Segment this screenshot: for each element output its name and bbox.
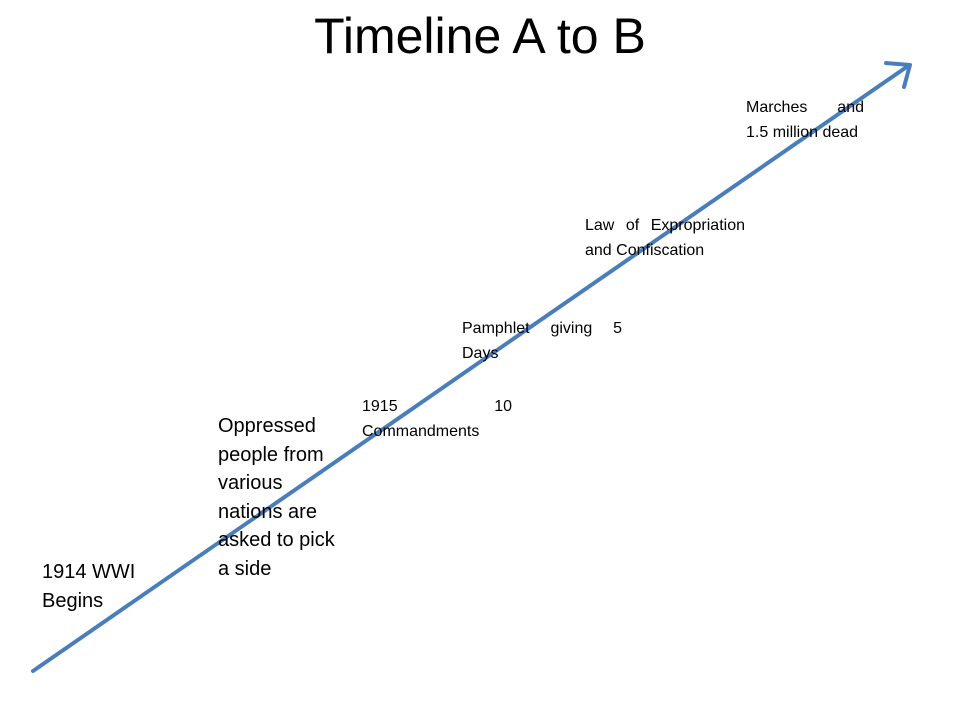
timeline-event-pamphlet: Pamphlet giving 5 Days xyxy=(462,320,622,362)
timeline-event-1914-wwi-begins: 1914 WWI Begins xyxy=(42,561,136,612)
timeline-event-marches: Marches and 1.5 million dead xyxy=(746,99,864,141)
timeline-event-oppressed-people: Oppressed people from various nations ar… xyxy=(218,415,335,580)
timeline-event-law-of-expropriation: Law of Expropriation and Confiscation xyxy=(585,217,745,259)
timeline-event-1915-10-commandments: 1915 10 Commandments xyxy=(362,398,512,440)
slide-title: Timeline A to B xyxy=(314,8,646,64)
timeline-arrow-head xyxy=(884,61,912,89)
timeline-arrow-shaft xyxy=(31,64,910,673)
